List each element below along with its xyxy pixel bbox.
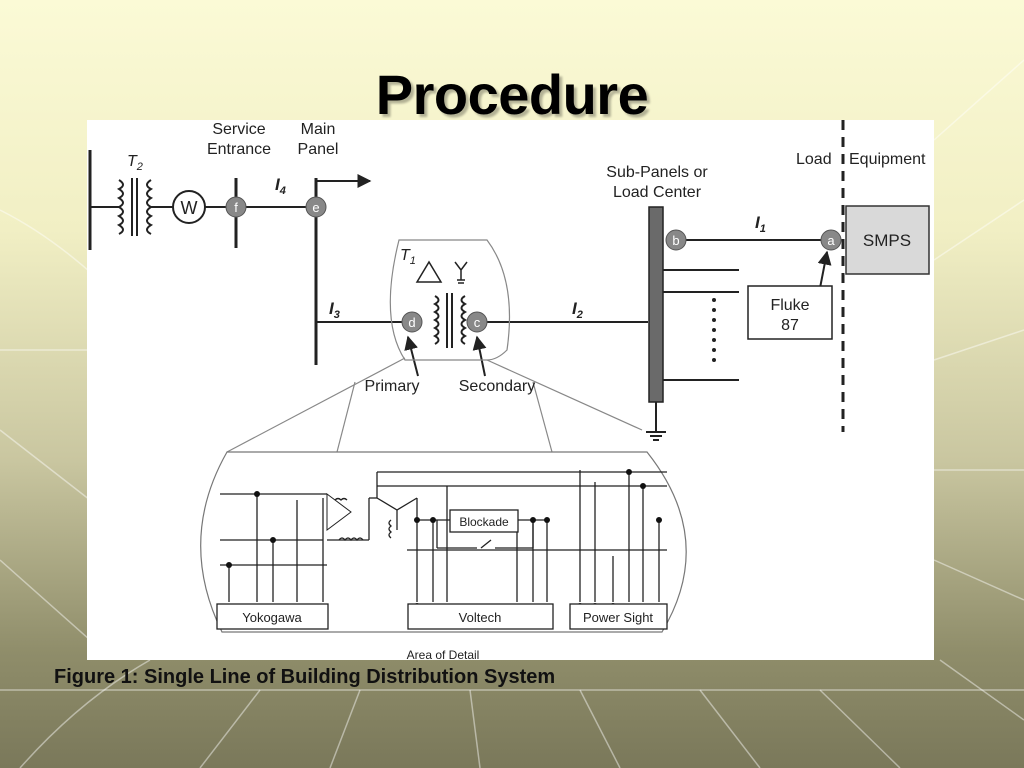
power-sight-box: [569, 603, 668, 630]
power-sight-label: Power Sight: [583, 610, 653, 625]
area-of-detail-label: Area of Detail: [407, 648, 480, 660]
single-line-diagram: W f e d c b a T2 Service Entrance Main P…: [88, 120, 930, 660]
node-d: d: [408, 315, 415, 330]
node-b: b: [672, 233, 679, 248]
yokogawa-label: Yokogawa: [242, 610, 302, 625]
t2-label: T2: [127, 153, 143, 173]
node-a: a: [827, 233, 835, 248]
yokogawa-box: [216, 603, 329, 630]
sub-panels-label-1: Sub-Panels or: [606, 164, 708, 181]
service-entrance-label-2: Entrance: [207, 141, 271, 158]
fluke-label-1: Fluke: [770, 297, 809, 314]
node-f: f: [234, 200, 238, 215]
service-entrance-label-1: Service: [212, 121, 265, 138]
slide-title: Procedure: [375, 63, 649, 126]
main-panel-label-2: Panel: [298, 141, 339, 158]
area-of-detail-outline: [200, 451, 687, 633]
primary-label: Primary: [364, 378, 419, 395]
secondary-label: Secondary: [459, 378, 536, 395]
blockade-label: Blockade: [459, 515, 509, 529]
smps-label: SMPS: [863, 231, 911, 250]
t1-label: T1: [400, 247, 416, 267]
i1-label: I1: [755, 213, 766, 235]
main-panel-label-1: Main: [301, 121, 336, 138]
i3-label: I3: [329, 299, 340, 321]
load-label: Load: [796, 151, 832, 168]
i4-label: I4: [275, 175, 286, 197]
figure-caption: Figure 1: Single Line of Building Distri…: [54, 666, 556, 688]
i2-label: I2: [572, 299, 583, 321]
voltech-box: [407, 603, 554, 630]
sub-panels-label-2: Load Center: [613, 184, 702, 201]
watt-meter-label: W: [181, 198, 198, 218]
node-e: e: [312, 200, 319, 215]
watt-meter-node: W: [181, 198, 198, 218]
figure-panel: W f e d c b a T2 Service Entrance Main P…: [87, 120, 934, 660]
equipment-label: Equipment: [849, 151, 926, 168]
fluke-label-2: 87: [781, 317, 799, 334]
voltech-label: Voltech: [459, 610, 502, 625]
node-c: c: [474, 315, 481, 330]
